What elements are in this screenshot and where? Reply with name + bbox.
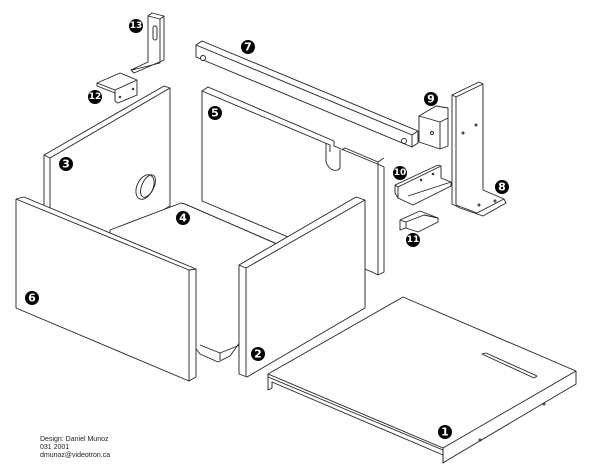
part-6-front-panel	[15, 196, 197, 382]
svg-text:9: 9	[427, 93, 435, 106]
credits-designer: Design: Daniel Munoz	[40, 436, 109, 443]
part-2-front-panel	[238, 196, 366, 378]
svg-text:1: 1	[441, 426, 449, 439]
part-11-short-bracket	[399, 210, 439, 233]
badge-2: 2	[251, 347, 265, 361]
credits-block: Design: Daniel Munoz 031 2001 dmunoz@vid…	[40, 436, 110, 460]
badge-5: 5	[208, 106, 222, 120]
bracket-slot	[152, 25, 158, 41]
rail-hole-left	[200, 55, 206, 61]
badge-6: 6	[25, 291, 39, 305]
badge-3: 3	[59, 157, 73, 171]
rail-hole-right	[401, 138, 407, 144]
part-7-top-rail	[195, 40, 419, 148]
svg-text:11: 11	[407, 235, 420, 245]
badge-9: 9	[424, 92, 438, 106]
part-8-tall-bracket	[451, 81, 507, 217]
svg-text:8: 8	[498, 181, 506, 194]
part-10-long-bracket	[394, 164, 452, 206]
badge-7: 7	[241, 40, 255, 54]
svg-text:3: 3	[62, 158, 70, 171]
svg-text:7: 7	[244, 41, 252, 54]
badge-4: 4	[176, 211, 190, 225]
badge-10: 10	[393, 166, 407, 180]
svg-text:6: 6	[28, 292, 36, 305]
svg-text:2: 2	[254, 348, 262, 361]
part-1-base-tray	[267, 296, 577, 464]
part-9-small-bracket	[418, 105, 449, 150]
badge-1: 1	[438, 425, 452, 439]
credits-email: dmunoz@videotron.ca	[40, 452, 111, 459]
svg-text:12: 12	[89, 92, 102, 102]
part-13-slotted-bracket	[130, 12, 165, 74]
svg-text:13: 13	[130, 21, 143, 31]
badge-11: 11	[406, 233, 420, 247]
svg-text:10: 10	[394, 168, 407, 178]
badge-8: 8	[495, 180, 509, 194]
credits-date: 031 2001	[40, 444, 70, 451]
badge-12: 12	[88, 90, 102, 104]
badge-13: 13	[129, 19, 143, 33]
tray-slot	[481, 352, 538, 379]
part-12-block-bracket	[96, 72, 138, 104]
svg-text:4: 4	[179, 212, 187, 225]
svg-text:5: 5	[211, 107, 219, 120]
